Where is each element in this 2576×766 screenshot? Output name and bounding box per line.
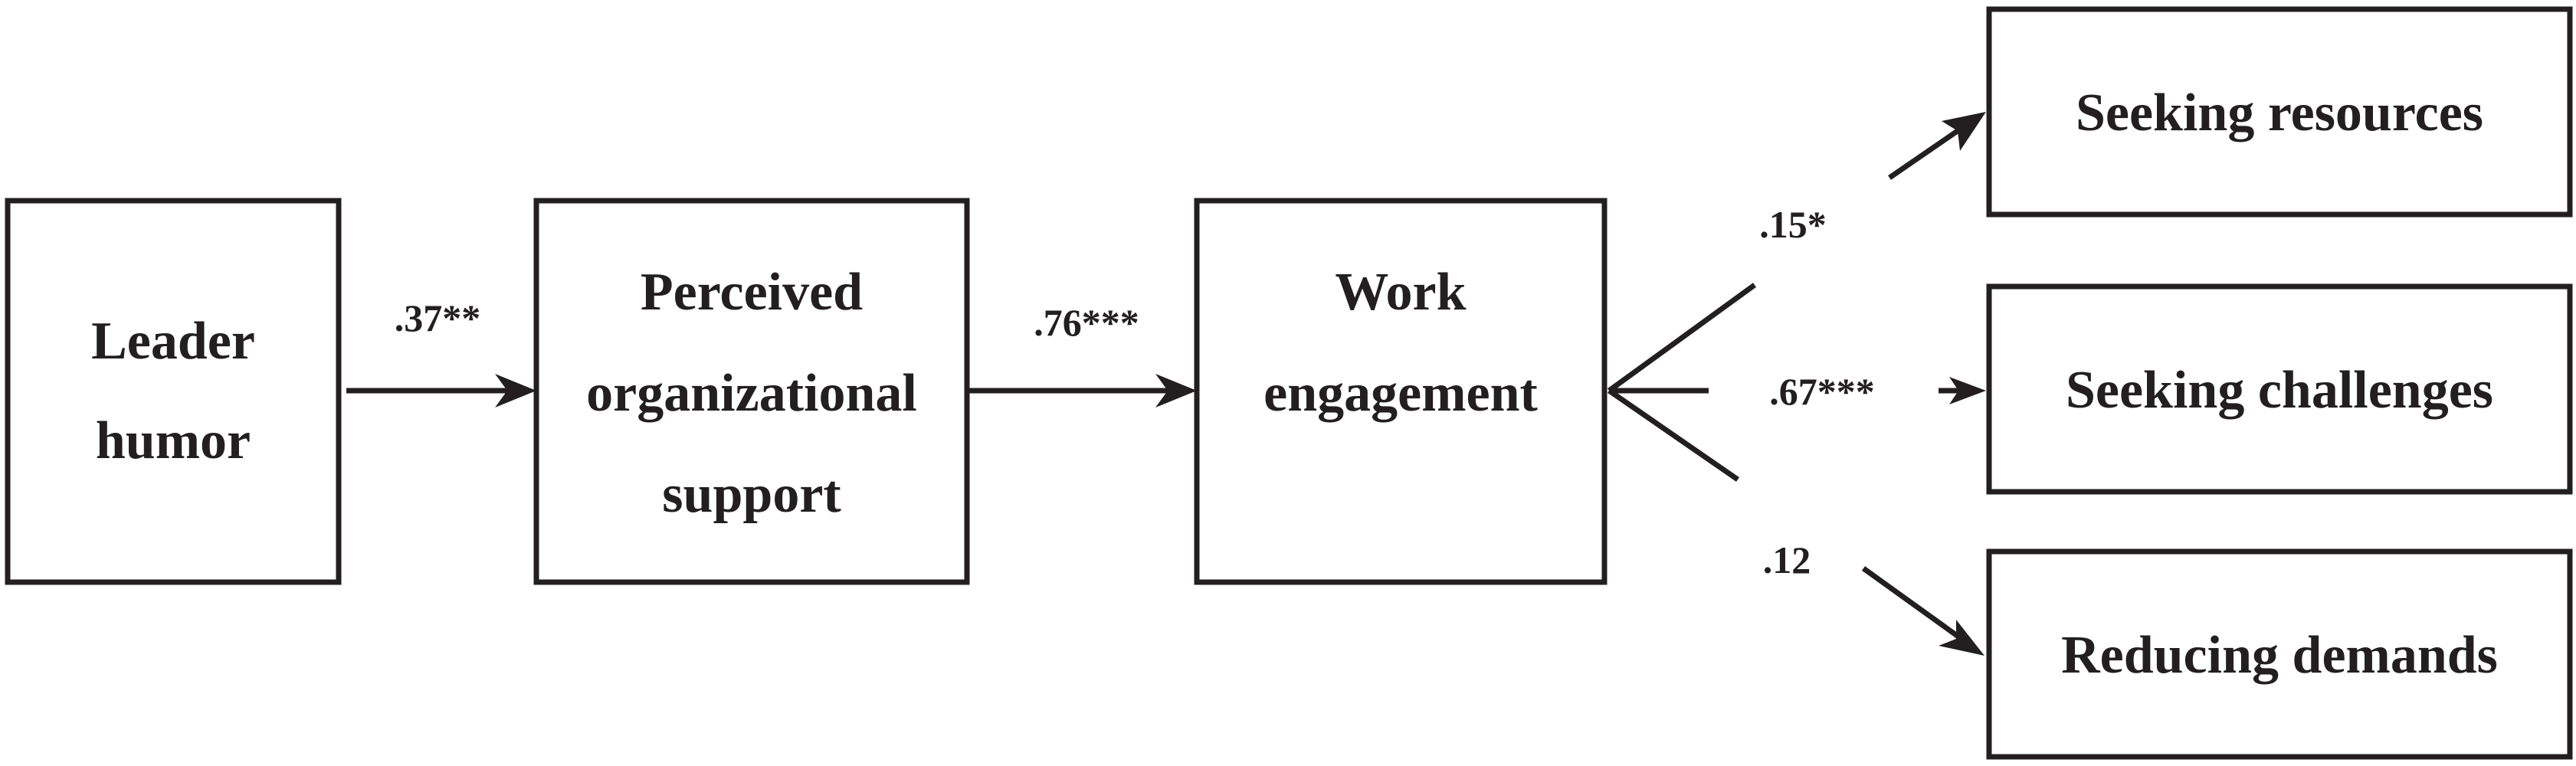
node-seeking-resources: Seeking resources bbox=[1986, 6, 2573, 218]
edge-support-to-engagement: .76*** bbox=[967, 301, 1197, 408]
edge-support-to-engagement-arrowhead bbox=[1155, 374, 1197, 408]
node-leader-humor-box bbox=[5, 198, 342, 585]
node-work-engagement-line-2: engagement bbox=[1263, 364, 1538, 423]
edge-engagement-to-resources-coefficient: .15* bbox=[1759, 203, 1827, 246]
node-seeking-resources-label: Seeking resources bbox=[2076, 83, 2483, 142]
node-work-engagement-line-1: Work bbox=[1335, 263, 1466, 322]
edge-engagement-to-resources: .15* bbox=[1607, 112, 1986, 393]
node-seeking-challenges: Seeking challenges bbox=[1986, 283, 2573, 495]
node-seeking-resources-box bbox=[1986, 6, 2573, 218]
node-leader-humor-line-1: Leader bbox=[91, 312, 255, 371]
edge-humor-to-support-arrowhead bbox=[495, 374, 536, 408]
node-reducing-demands-label: Reducing demands bbox=[2061, 626, 2498, 685]
node-perceived-support-line-3: support bbox=[662, 465, 841, 524]
edge-engagement-to-challenges-arrowhead bbox=[1949, 377, 1986, 404]
node-perceived-support: Perceived organizational support bbox=[533, 198, 970, 585]
edge-humor-to-support-coefficient: .37** bbox=[395, 296, 481, 339]
edge-humor-to-support: .37** bbox=[346, 296, 536, 408]
edge-engagement-to-resources-arrowhead bbox=[1942, 112, 1986, 151]
node-work-engagement-box bbox=[1194, 198, 1608, 585]
node-reducing-demands: Reducing demands bbox=[1986, 548, 2573, 760]
edge-engagement-to-challenges: .67*** bbox=[1609, 370, 1986, 413]
node-work-engagement: Work engagement bbox=[1194, 198, 1608, 585]
node-perceived-support-box bbox=[533, 198, 970, 585]
node-perceived-support-line-1: Perceived bbox=[641, 263, 863, 322]
node-perceived-support-line-2: organizational bbox=[586, 364, 917, 423]
edge-engagement-to-resources-line-b bbox=[1888, 125, 1965, 180]
edge-engagement-to-resources-line-a bbox=[1607, 283, 1757, 393]
edge-support-to-engagement-coefficient: .76*** bbox=[1034, 301, 1139, 344]
edge-engagement-to-demands: .12 bbox=[1608, 388, 1984, 656]
node-leader-humor: Leader humor bbox=[5, 198, 342, 585]
edge-engagement-to-demands-arrowhead bbox=[1939, 620, 1984, 656]
node-seeking-challenges-label: Seeking challenges bbox=[2066, 361, 2493, 420]
node-reducing-demands-box bbox=[1986, 548, 2573, 760]
node-leader-humor-line-2: humor bbox=[96, 411, 251, 470]
edge-engagement-to-demands-coefficient: .12 bbox=[1763, 538, 1811, 581]
edge-engagement-to-demands-line-b bbox=[1861, 566, 1964, 641]
edge-engagement-to-demands-line-a bbox=[1608, 388, 1739, 482]
node-seeking-challenges-box bbox=[1986, 283, 2573, 495]
edge-engagement-to-challenges-coefficient: .67*** bbox=[1769, 370, 1875, 413]
